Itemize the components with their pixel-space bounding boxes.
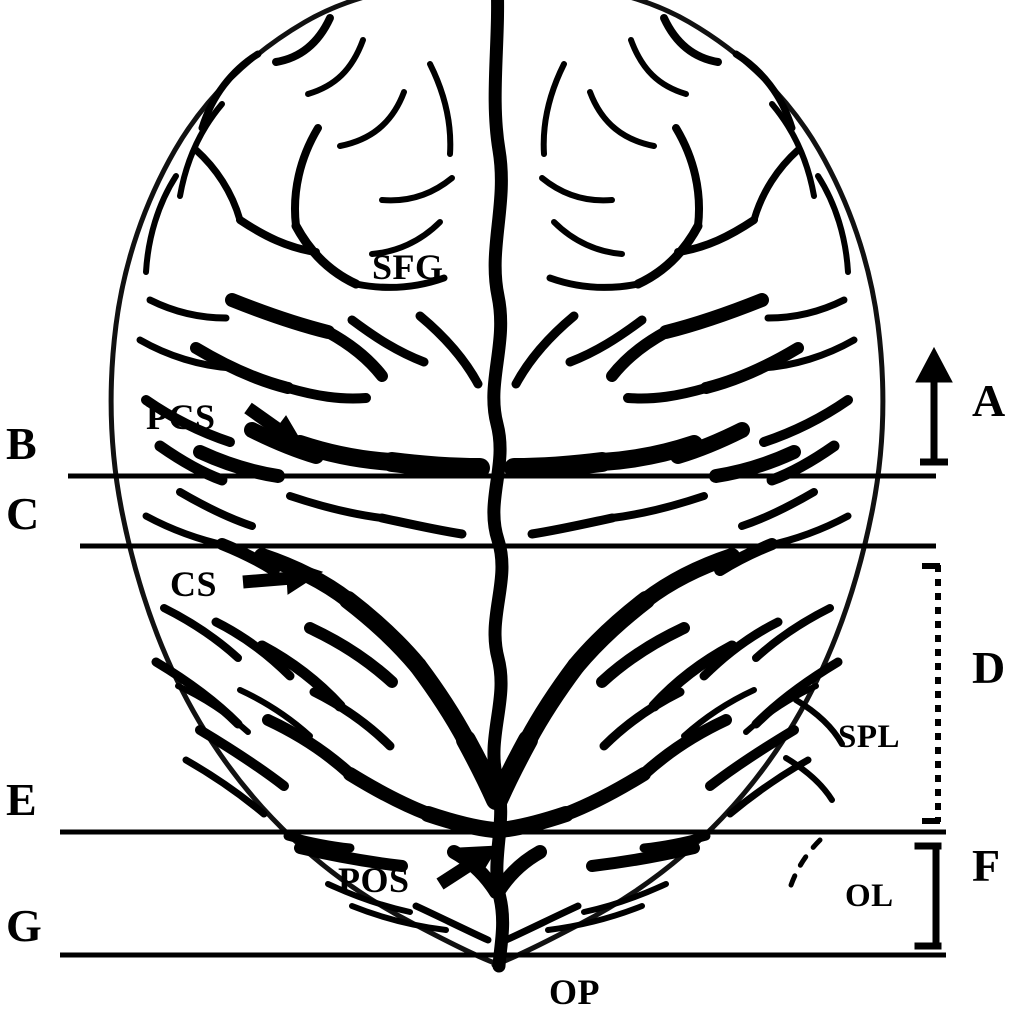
anatomical-label-spl: SPL	[838, 719, 901, 755]
level-A-arrow	[915, 346, 953, 466]
section-label-D: D	[972, 642, 1006, 693]
section-label-G: G	[6, 900, 43, 951]
longitudinal-fissure	[487, 0, 510, 973]
cs-arrow	[242, 559, 324, 595]
pos-arrow	[436, 845, 499, 890]
brain-outline	[108, 0, 886, 968]
section-label-E: E	[6, 774, 38, 825]
level-D-bracket	[922, 563, 941, 824]
anatomical-label-sfg: SFG	[372, 247, 444, 287]
level-F-bracket	[914, 842, 942, 950]
anatomical-label-op: OP	[549, 972, 600, 1012]
anatomical-label-pcs: PCS	[146, 397, 216, 437]
anatomical-label-pos: POS	[338, 860, 410, 900]
section-lines	[60, 473, 946, 958]
anatomical-label-cs: CS	[170, 564, 218, 604]
left-hemisphere-sulci	[136, 14, 506, 944]
right-hemisphere-sulci	[488, 14, 858, 944]
section-label-C: C	[6, 488, 40, 539]
label-arrows	[242, 402, 499, 890]
anatomical-label-ol: OL	[845, 878, 894, 914]
pcs-arrow	[244, 402, 308, 451]
section-label-F: F	[972, 840, 1001, 891]
section-label-A: A	[972, 375, 1006, 426]
section-label-B: B	[6, 418, 38, 469]
